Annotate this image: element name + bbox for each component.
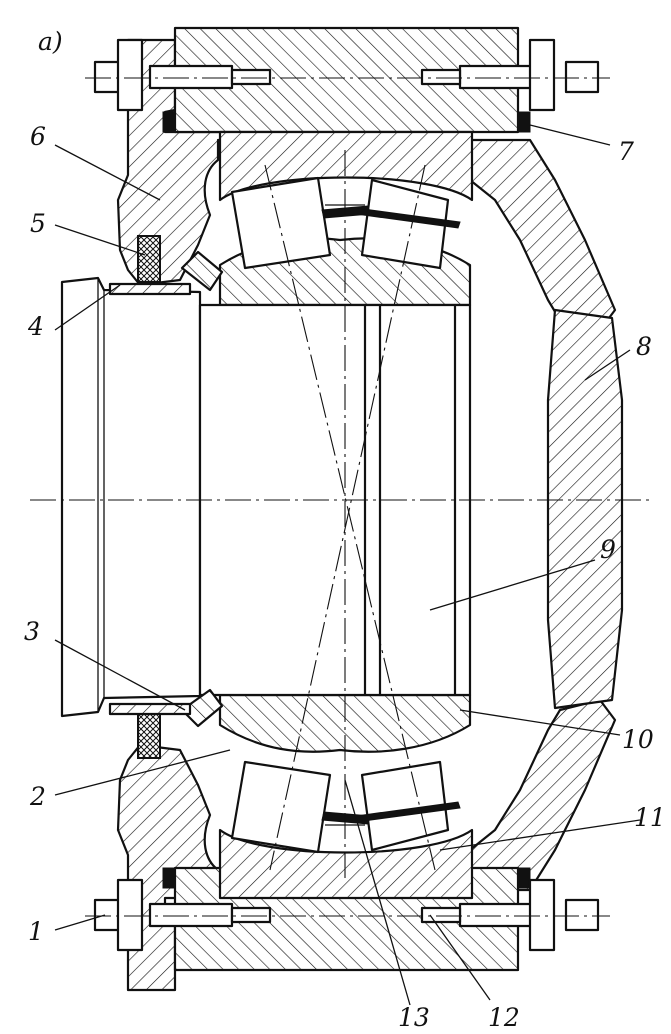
shaft — [60, 276, 202, 718]
label-7: 7 — [618, 137, 634, 166]
label-2: 2 — [29, 782, 46, 811]
label-12: 12 — [488, 1003, 520, 1032]
part-labels: a) 6 5 4 3 2 1 7 8 9 10 11 12 13 — [24, 27, 666, 1032]
label-8: 8 — [636, 332, 652, 361]
bolts — [93, 38, 600, 952]
leader-lines — [54, 124, 641, 1006]
rollers — [230, 176, 450, 854]
seal-packing — [137, 235, 161, 759]
label-11: 11 — [634, 803, 666, 832]
label-4: 4 — [27, 312, 44, 341]
o-ring — [162, 111, 531, 889]
label-3: 3 — [24, 617, 40, 646]
label-10: 10 — [622, 725, 654, 754]
roller-cage — [321, 205, 461, 825]
retaining-ring — [108, 250, 224, 728]
label-6: 6 — [30, 122, 46, 151]
label-5: 5 — [30, 209, 46, 238]
label-9: 9 — [600, 535, 616, 564]
label-1: 1 — [28, 917, 44, 946]
label-13: 13 — [398, 1003, 430, 1032]
center-lines — [30, 77, 650, 917]
figure-tag: a) — [38, 27, 63, 56]
